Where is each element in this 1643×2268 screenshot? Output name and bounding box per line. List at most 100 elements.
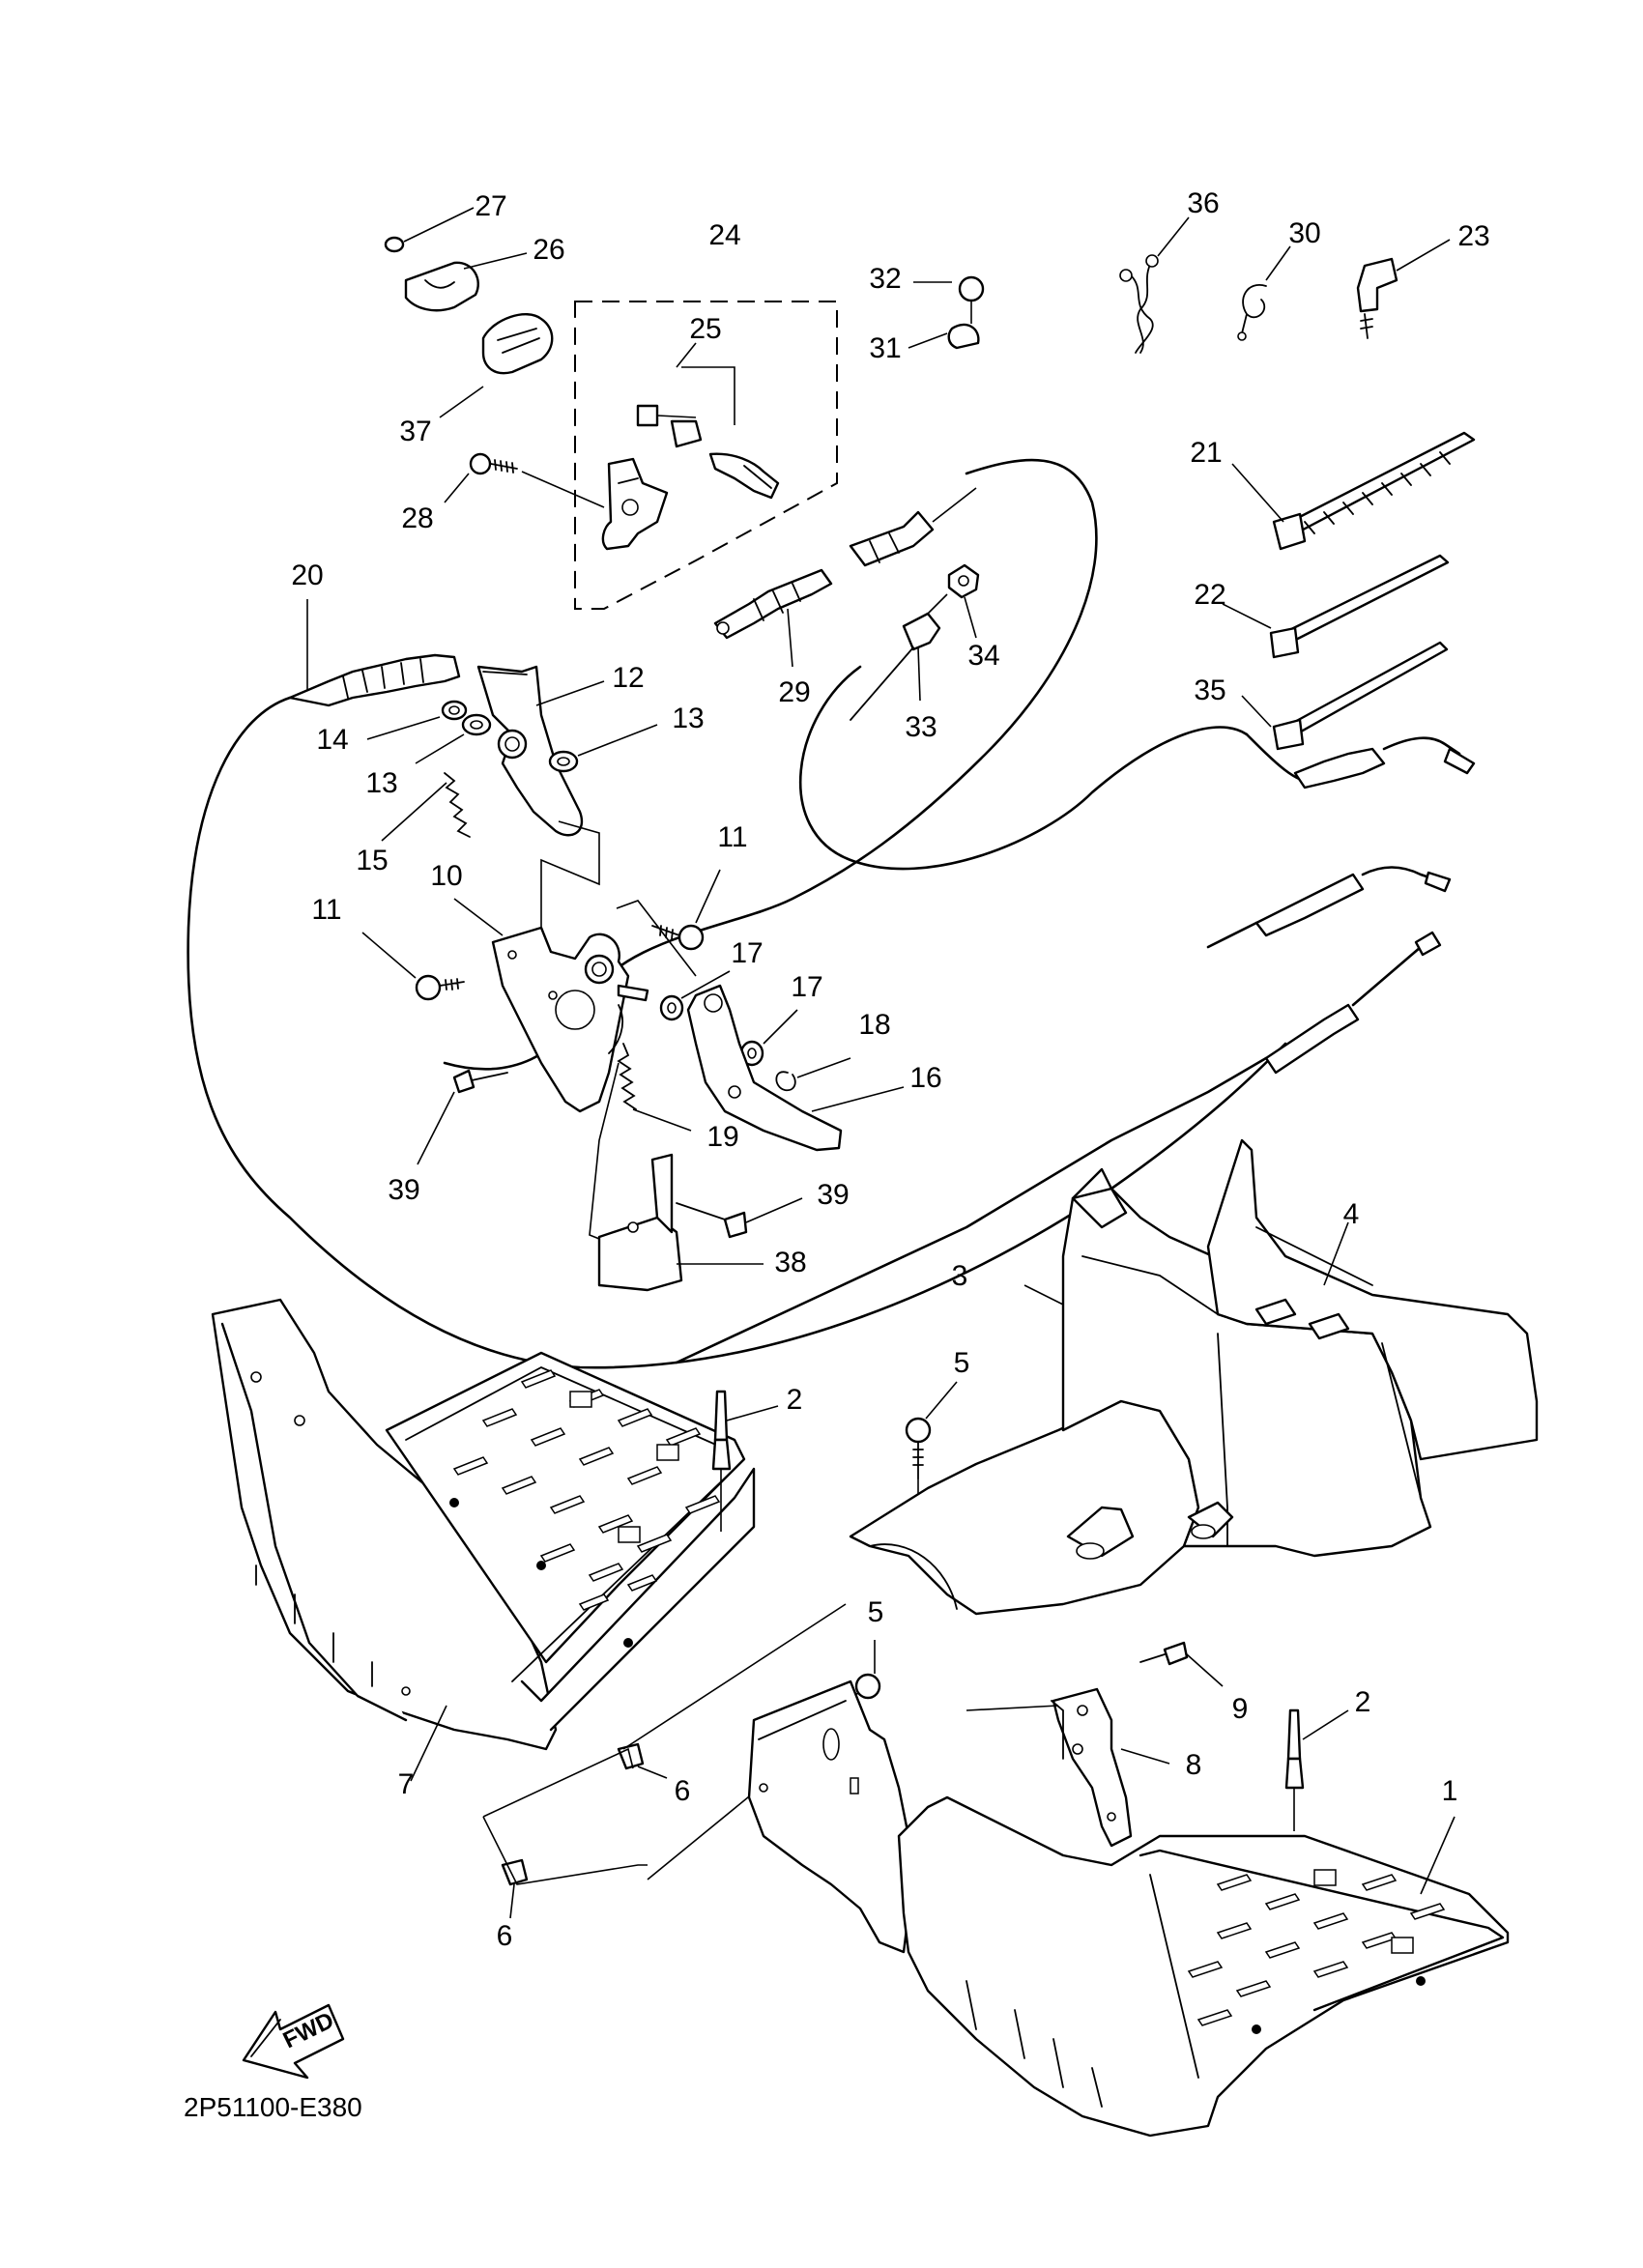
part-18-clip	[775, 1057, 851, 1092]
part-1-grid	[1187, 1869, 1446, 2034]
callout-6-lower: 6	[497, 1920, 513, 1952]
part-8-bracket	[966, 1687, 1170, 1848]
callout-19: 19	[706, 1121, 738, 1153]
throttle-lever-assembly-box	[574, 301, 838, 610]
callout-11-left: 11	[311, 894, 341, 926]
part-30-clip	[1237, 245, 1291, 341]
part-34-nut	[947, 563, 980, 639]
callout-12: 12	[612, 662, 644, 694]
part-13-collar-left	[415, 713, 492, 764]
callout-33: 33	[905, 711, 937, 743]
callout-21: 21	[1190, 437, 1222, 469]
part-15-spring	[381, 772, 471, 842]
callout-35: 35	[1194, 675, 1225, 706]
callout-13-right: 13	[672, 703, 704, 734]
callout-22: 22	[1194, 579, 1225, 611]
part-1-footrest	[747, 1679, 1510, 2138]
callout-17-right: 17	[791, 971, 822, 1003]
part-33-adjuster	[850, 593, 948, 721]
callout-3: 3	[952, 1260, 968, 1292]
part-25-switch	[636, 342, 780, 500]
part-4-upper-panel	[1206, 1138, 1539, 1499]
part-32-bolt	[913, 275, 985, 324]
callout-5-upper: 5	[954, 1347, 970, 1379]
part-39-pin-left	[417, 1069, 508, 1165]
part-21-cable-tie	[1231, 431, 1476, 551]
callout-2-left: 2	[787, 1384, 803, 1416]
right-cable-1	[1293, 736, 1476, 789]
callout-20: 20	[291, 560, 323, 591]
callout-34: 34	[967, 640, 999, 672]
part-20-cable-end	[288, 599, 461, 707]
callout-18: 18	[858, 1009, 890, 1041]
callout-5-lower: 5	[868, 1596, 884, 1628]
callout-23: 23	[1457, 220, 1489, 252]
callout-27: 27	[475, 190, 506, 222]
part-17-washer-left	[659, 970, 731, 1021]
callout-26: 26	[533, 234, 564, 266]
connection-lines	[482, 1603, 847, 1885]
part-14-washer	[366, 700, 468, 740]
callout-10: 10	[430, 860, 462, 892]
callout-39-left: 39	[388, 1174, 419, 1206]
callout-25: 25	[689, 313, 721, 345]
right-cable-3	[675, 931, 1442, 1364]
part-37-housing	[439, 313, 554, 418]
cable-s-curve	[798, 665, 1249, 871]
part-9-pin	[1139, 1641, 1224, 1687]
callout-37: 37	[399, 416, 431, 447]
callout-14: 14	[316, 724, 348, 756]
callout-7: 7	[398, 1768, 415, 1800]
part-10-bracket	[453, 898, 630, 1113]
callout-39-right: 39	[817, 1179, 849, 1211]
fwd-arrow-icon: FWD	[242, 2003, 345, 2080]
right-cable-2	[1206, 866, 1452, 949]
part-2-pin-left	[711, 1390, 779, 1532]
callout-30: 30	[1288, 217, 1320, 249]
part-13-collar-right	[548, 724, 658, 773]
callout-38: 38	[774, 1247, 806, 1278]
callout-9: 9	[1232, 1693, 1249, 1725]
part-23-holder	[1356, 239, 1451, 339]
callout-1: 1	[1442, 1775, 1458, 1807]
part-26-cap	[404, 252, 528, 312]
part-3-cover	[849, 1167, 1432, 1616]
part-7-grid	[449, 1369, 721, 1648]
callout-29: 29	[778, 676, 810, 708]
part-19-spring	[617, 1043, 692, 1132]
callout-36: 36	[1187, 187, 1219, 219]
lever-guide-lines	[540, 820, 600, 928]
part-6-nut-upper	[617, 1742, 668, 1779]
part-11-bolt-left	[361, 932, 465, 1001]
part-35-cable-tie	[1241, 641, 1449, 751]
part-11-bolt-right	[651, 869, 721, 951]
part-36-clip	[1119, 216, 1190, 354]
callout-31: 31	[869, 332, 901, 364]
part-31-clamp	[908, 323, 980, 350]
part-28-bolt	[444, 452, 605, 508]
callouts: 27 26 24 25 37 28 32 31 36 30 23 21 22 3…	[291, 187, 1489, 1952]
drawing-code: 2P51100-E380	[184, 2092, 362, 2122]
part-38-block	[597, 1153, 764, 1292]
part-16-pedal-arm	[686, 984, 905, 1152]
part-2-pin-right	[1284, 1708, 1349, 1831]
callout-17-left: 17	[731, 937, 763, 969]
part-17-washer-right	[739, 1009, 798, 1067]
callout-13-left: 13	[365, 767, 397, 799]
part-6-nut-lower	[501, 1858, 529, 1919]
part-7-footrest	[211, 1298, 756, 1782]
callout-16: 16	[909, 1062, 941, 1094]
callout-2-right: 2	[1355, 1686, 1371, 1718]
callout-28: 28	[401, 502, 433, 534]
part-22-cable-tie	[1222, 554, 1450, 659]
callout-15: 15	[356, 845, 388, 876]
part-24-lever	[601, 457, 669, 551]
part-12-lever-arm	[476, 665, 605, 837]
callout-11-right: 11	[717, 821, 747, 853]
assembly-boundary	[574, 301, 838, 610]
callout-4: 4	[1343, 1198, 1360, 1230]
part-39-pin-right	[676, 1197, 803, 1239]
callout-24: 24	[708, 219, 740, 251]
callout-8: 8	[1186, 1749, 1202, 1781]
